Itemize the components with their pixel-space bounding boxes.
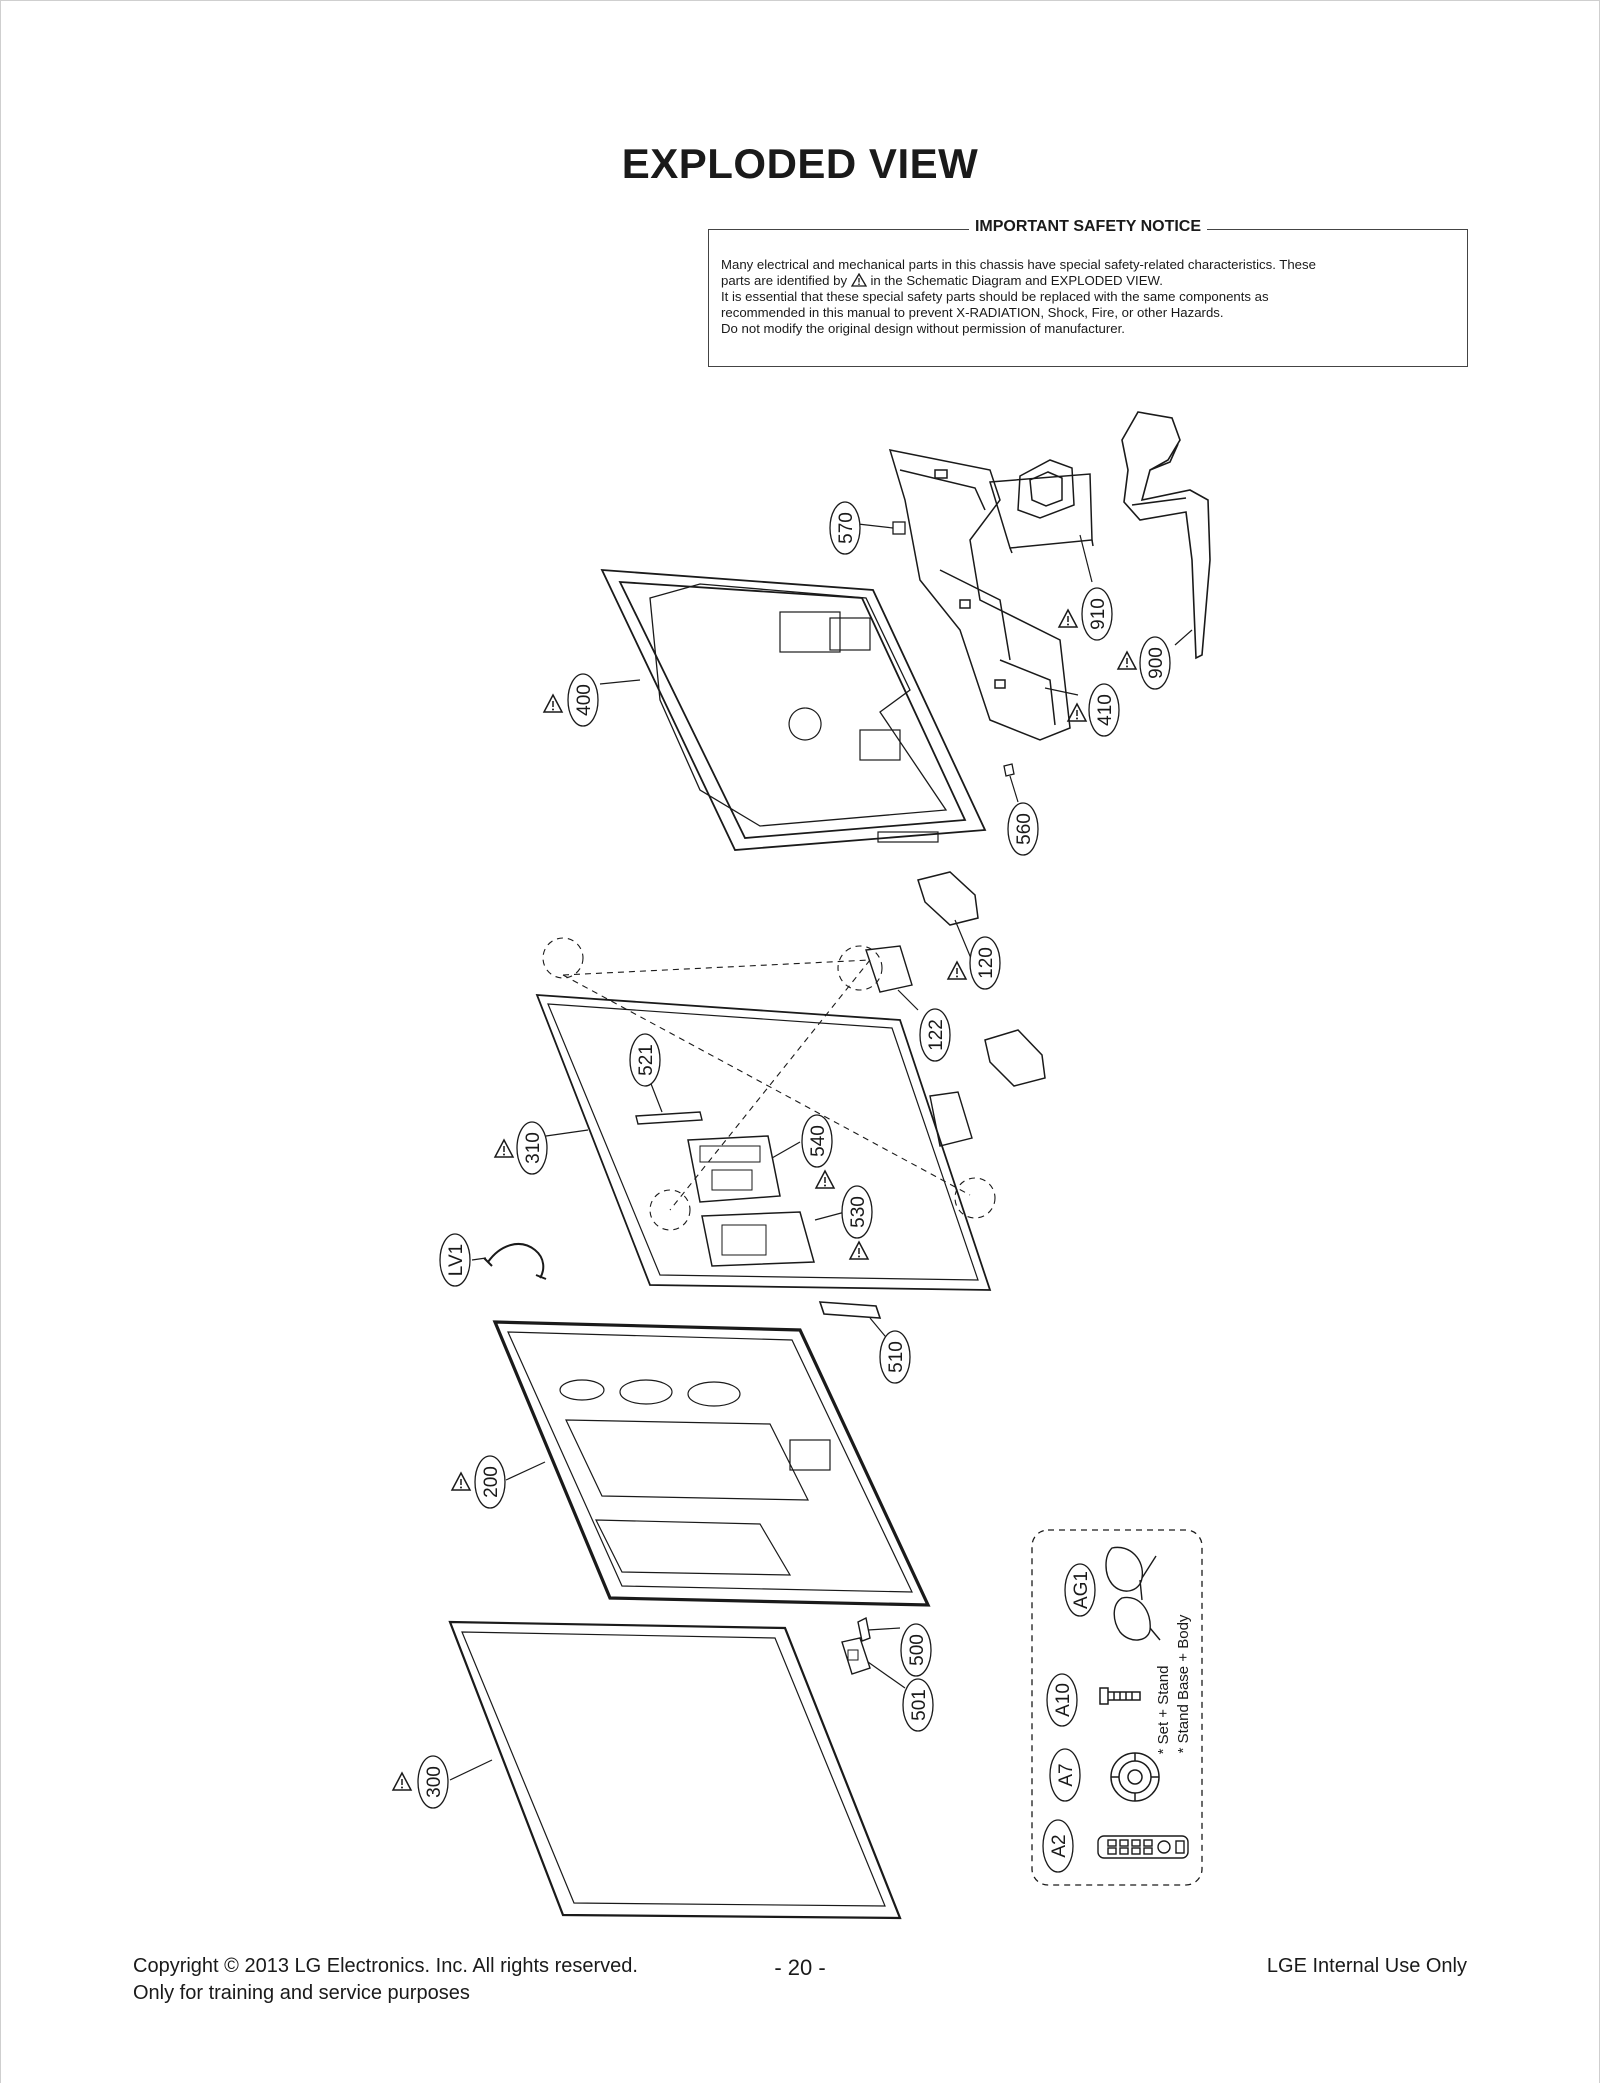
footer-training-note: Only for training and service purposes [133, 1982, 470, 2004]
callout-570: 570 [829, 501, 861, 555]
callout-400: 400 [567, 673, 599, 727]
small-part-560 [1003, 763, 1015, 777]
rear-bracket-part-410 [888, 449, 1071, 741]
svg-text:* Stand Base + Body: * Stand Base + Body [1175, 1614, 1192, 1753]
callout-530-label: 530 [848, 1196, 869, 1228]
small-part-570 [892, 521, 906, 535]
page-title: EXPLODED VIEW [621, 140, 979, 187]
safety-notice-body: Many electrical and mechanical parts in … [721, 257, 1455, 337]
callout-200-label: 200 [481, 1466, 502, 1498]
callout-A2-label: A2 [1049, 1834, 1070, 1857]
warning-triangle-icon [1117, 651, 1137, 670]
footer-copyright: Copyright © 2013 LG Electronics. Inc. Al… [133, 1955, 638, 1977]
callout-540-label: 540 [808, 1125, 829, 1157]
accessory-note-set-stand: * Set + Stand [1155, 1666, 1172, 1755]
small-part-500 [857, 1616, 871, 1642]
footer-internal-use: LGE Internal Use Only [1266, 1955, 1467, 1977]
callout-560-label: 560 [1014, 813, 1035, 845]
callout-500-label: 500 [907, 1634, 928, 1666]
warning-triangle-icon [815, 1170, 835, 1189]
callout-200: 200 [474, 1455, 506, 1509]
warning-triangle-icon [850, 273, 867, 287]
warning-triangle-icon [494, 1139, 514, 1158]
warning-triangle-icon [1058, 609, 1078, 628]
callout-521: 521 [629, 1033, 661, 1087]
page-number: - 20 - [774, 1955, 826, 1980]
callout-510: 510 [879, 1330, 911, 1384]
callout-AG1-label: AG1 [1071, 1571, 1092, 1609]
main-board-part-540 [687, 1135, 781, 1203]
bracket-part-122 [865, 945, 973, 1147]
callout-501: 501 [902, 1678, 934, 1732]
svg-text:* Set + Stand: * Set + Stand [1155, 1666, 1172, 1755]
callout-500: 500 [900, 1623, 932, 1677]
callout-410-label: 410 [1095, 694, 1116, 726]
power-board-part-530 [701, 1211, 815, 1267]
safety-notice-box: IMPORTANT SAFETY NOTICE Many electrical … [708, 218, 1468, 367]
notice-line-2: parts are identified by in the Schematic… [721, 273, 1163, 288]
cable-part-LV1 [483, 1243, 547, 1280]
callout-410: 410 [1088, 683, 1120, 737]
stand-neck-part-900 [1121, 411, 1211, 660]
callout-310-label: 310 [523, 1132, 544, 1164]
callout-300-label: 300 [424, 1766, 445, 1798]
callout-900: 900 [1139, 636, 1171, 690]
callout-900-label: 900 [1146, 647, 1167, 679]
callout-122: 122 [919, 1008, 951, 1062]
warning-triangle-icon [947, 961, 967, 980]
callout-LV1: LV1 [439, 1233, 471, 1287]
callout-530: 530 [841, 1185, 873, 1239]
callout-120-label: 120 [976, 947, 997, 979]
notice-line-3: It is essential that these special safet… [721, 289, 1269, 304]
warning-triangle-icon [849, 1241, 869, 1260]
remote-control-part-A2 [1097, 1835, 1189, 1859]
3d-glasses-part-AG1 [1105, 1546, 1161, 1641]
callout-A7-label: A7 [1056, 1763, 1077, 1786]
stand-screw-part-A7 [1110, 1752, 1160, 1802]
accessory-note-stand-base-body: * Stand Base + Body [1175, 1614, 1192, 1753]
callout-910: 910 [1081, 587, 1113, 641]
warning-triangle-icon [1067, 703, 1087, 722]
screw-part-A10 [1099, 1687, 1141, 1705]
front-cabinet-part-300 [448, 1620, 902, 1920]
callout-540: 540 [801, 1114, 833, 1168]
notice-line-4: recommended in this manual to prevent X-… [721, 305, 1224, 320]
callout-310: 310 [516, 1121, 548, 1175]
dashed-guide-lines [542, 937, 996, 1231]
safety-notice-title: IMPORTANT SAFETY NOTICE [709, 218, 1467, 236]
small-part-501 [841, 1637, 871, 1675]
callout-leaders [449, 523, 1193, 1781]
warning-triangle-icon [451, 1472, 471, 1491]
warning-triangle-icon [543, 694, 563, 713]
callout-300: 300 [417, 1755, 449, 1809]
callout-AG1: AG1 [1064, 1563, 1096, 1617]
accessory-box [1031, 1529, 1203, 1886]
back-cover-part-400 [600, 568, 987, 851]
pcb-bracket-part-521 [635, 1111, 703, 1125]
callout-120: 120 [969, 936, 1001, 990]
callout-A10-label: A10 [1053, 1683, 1074, 1717]
callout-910-label: 910 [1088, 598, 1109, 630]
callout-400-label: 400 [574, 684, 595, 716]
callout-521-label: 521 [636, 1044, 657, 1076]
callout-501-label: 501 [909, 1689, 930, 1721]
callout-122-label: 122 [926, 1019, 947, 1051]
notice-line-1: Many electrical and mechanical parts in … [721, 257, 1316, 272]
callout-A10: A10 [1046, 1673, 1078, 1727]
frame-part-310 [535, 994, 992, 1291]
callout-510-label: 510 [886, 1341, 907, 1373]
av-bracket-part-120 [917, 871, 1046, 1087]
notice-line-5: Do not modify the original design withou… [721, 321, 1125, 336]
callout-A7: A7 [1049, 1748, 1081, 1802]
ir-board-part-510 [818, 1301, 882, 1319]
callout-LV1-label: LV1 [446, 1244, 467, 1276]
stand-base-part-910 [989, 459, 1094, 554]
callout-A2: A2 [1042, 1819, 1074, 1873]
chassis-part-200 [492, 1320, 931, 1607]
callout-560: 560 [1007, 802, 1039, 856]
callout-570-label: 570 [836, 512, 857, 544]
warning-triangle-icon [392, 1772, 412, 1791]
